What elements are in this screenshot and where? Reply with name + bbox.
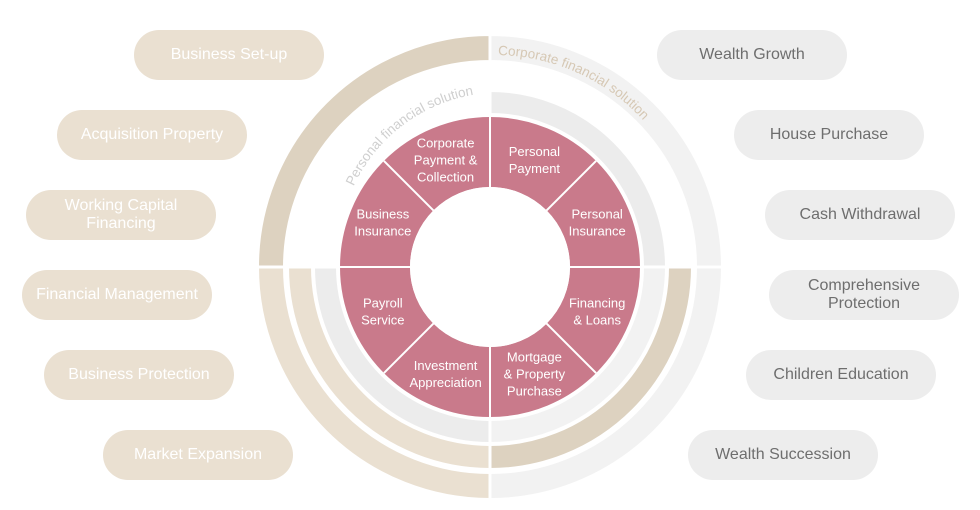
pill-financial-management: Financial Management xyxy=(22,270,212,320)
pill-label: Business Protection xyxy=(68,366,210,383)
segment-label: Financing& Loans xyxy=(569,295,625,327)
segment-divider xyxy=(383,322,435,374)
segment-divider xyxy=(383,160,435,212)
pill-label: Financial Management xyxy=(36,286,198,303)
pill-label: Comprehensive Protection xyxy=(807,277,921,312)
pill-house-purchase: House Purchase xyxy=(734,110,924,160)
pill-acquisition-property: Acquisition Property xyxy=(57,110,247,160)
pill-label: Wealth Growth xyxy=(699,46,805,63)
pill-wealth-succession: Wealth Succession xyxy=(688,430,878,480)
outer-rings xyxy=(254,31,726,503)
pill-business-protection: Business Protection xyxy=(44,350,234,400)
pill-label: Working Capital Financing xyxy=(64,197,178,232)
segment-dividers xyxy=(340,117,640,417)
pill-label: House Purchase xyxy=(769,126,889,143)
pill-business-set-up: Business Set-up xyxy=(134,30,324,80)
pill-label: Wealth Succession xyxy=(715,446,851,463)
pill-label: Market Expansion xyxy=(133,446,263,463)
pill-label: Acquisition Property xyxy=(80,126,224,143)
segment-divider xyxy=(545,160,597,212)
pill-label: Children Education xyxy=(773,366,909,383)
pill-cash-withdrawal: Cash Withdrawal xyxy=(765,190,955,240)
pill-label: Cash Withdrawal xyxy=(799,206,921,223)
pill-wealth-growth: Wealth Growth xyxy=(657,30,847,80)
pill-children-education: Children Education xyxy=(746,350,936,400)
pill-working-capital-financing: Working Capital Financing xyxy=(26,190,216,240)
segment-divider xyxy=(545,322,597,374)
pill-comprehensive-protection: Comprehensive Protection xyxy=(769,270,959,320)
pill-market-expansion: Market Expansion xyxy=(103,430,293,480)
center-hole xyxy=(410,187,570,347)
pill-label: Business Set-up xyxy=(170,46,288,63)
